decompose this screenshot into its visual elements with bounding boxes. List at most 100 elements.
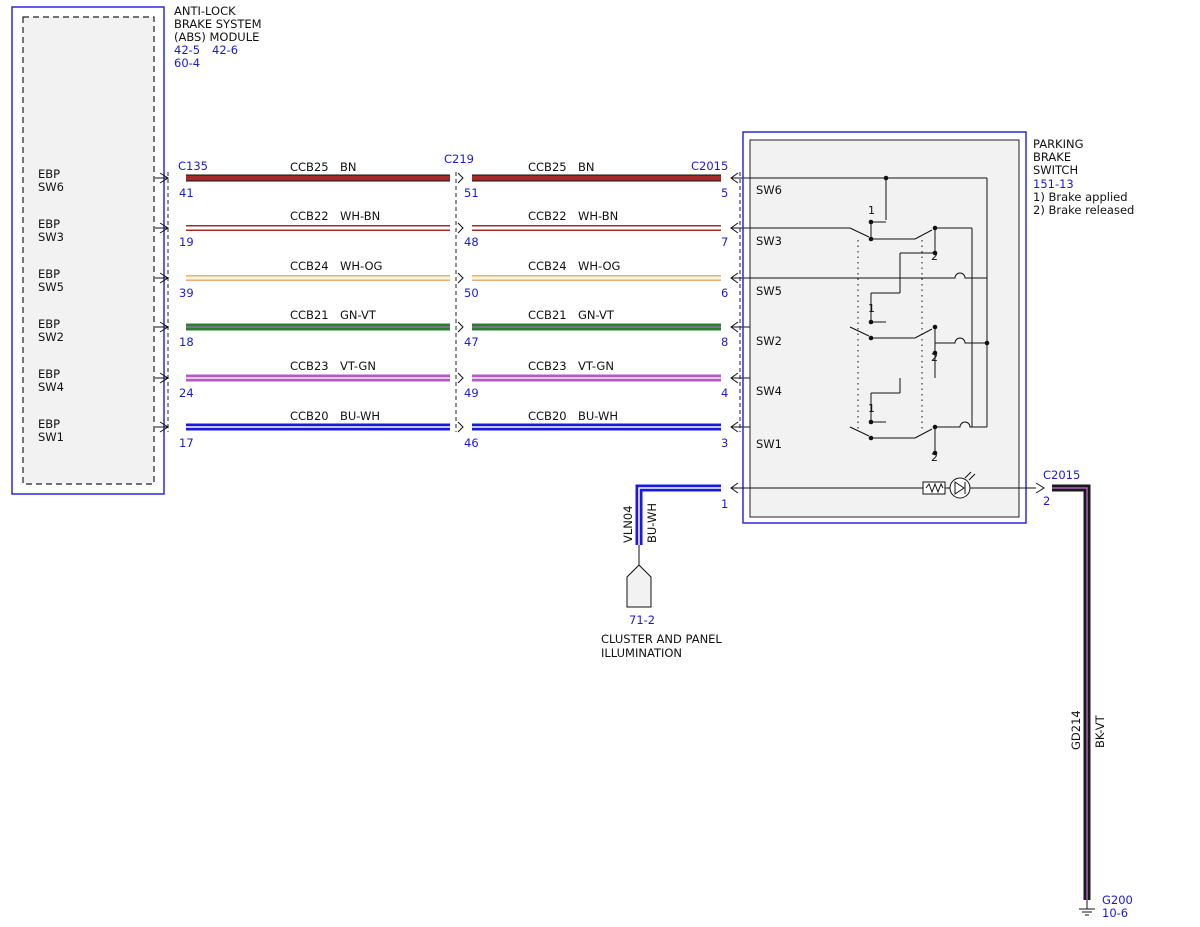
illum-ref: 71-2 bbox=[629, 613, 655, 627]
wire-circuit-label: CCB24 bbox=[290, 259, 329, 273]
pin-number: 6 bbox=[721, 286, 728, 300]
switch-title-3: SWITCH bbox=[1033, 163, 1078, 177]
pin-number: 50 bbox=[464, 286, 479, 300]
ground-point-label: G200 bbox=[1102, 893, 1133, 907]
wire-color-label: BN bbox=[340, 160, 357, 174]
wire-row: CCB22 WH-BN CCB22 WH-BN 19 48 7 bbox=[155, 209, 750, 249]
wire-color-label: VT-GN bbox=[340, 359, 376, 373]
switch-title-2: BRAKE bbox=[1033, 150, 1071, 164]
abs-pin-label: EBP bbox=[38, 367, 60, 381]
wire-color-label: BU-WH bbox=[578, 409, 618, 423]
wire-row: CCB25 BN CCB25 BN 41 51 5 bbox=[155, 160, 750, 200]
connector-c2015-label: C2015 bbox=[691, 159, 728, 173]
pin-number: 18 bbox=[179, 335, 194, 349]
abs-module-ref-3: 60-4 bbox=[174, 56, 200, 70]
wire-color-label: BN bbox=[578, 160, 595, 174]
wire-circuit-label: CCB23 bbox=[528, 359, 567, 373]
abs-pin-label: EBP bbox=[38, 217, 60, 231]
wire-circuit-label: CCB20 bbox=[528, 409, 567, 423]
abs-module-body bbox=[22, 16, 155, 485]
illum-label-2: ILLUMINATION bbox=[601, 646, 682, 660]
pin-number: 51 bbox=[464, 186, 479, 200]
abs-pin-label: SW1 bbox=[38, 430, 64, 444]
switch-position-label: 2 bbox=[931, 351, 938, 364]
switch-ref: 151-13 bbox=[1033, 177, 1074, 191]
abs-pin-label: SW3 bbox=[38, 230, 64, 244]
wire-circuit-label: CCB24 bbox=[528, 259, 567, 273]
abs-module-title-3: (ABS) MODULE bbox=[174, 30, 259, 44]
abs-module-ref-1: 42-5 bbox=[174, 43, 200, 57]
illum-color-label: BU-WH bbox=[645, 503, 659, 543]
switch-title-1: PARKING bbox=[1033, 137, 1084, 151]
connector-c219-label: C219 bbox=[444, 152, 474, 166]
ground-circuit-label: GD214 bbox=[1069, 710, 1083, 750]
pin-number: 1 bbox=[721, 497, 728, 511]
wire-color-label: WH-OG bbox=[340, 259, 382, 273]
wire-row: CCB23 VT-GN CCB23 VT-GN 24 49 4 bbox=[155, 359, 935, 400]
abs-module-title-1: ANTI-LOCK bbox=[174, 4, 236, 18]
wire-color-label: WH-BN bbox=[340, 209, 380, 223]
wire-circuit-label: CCB25 bbox=[528, 160, 567, 174]
wire-row: CCB21 GN-VT CCB21 GN-VT 18 47 8 bbox=[155, 308, 850, 349]
switch-outline bbox=[742, 131, 1027, 524]
abs-module-ref-2: 42-6 bbox=[212, 43, 238, 57]
abs-module-outline bbox=[11, 6, 165, 495]
pin-number: 47 bbox=[464, 335, 479, 349]
ground-circuit: C2015 2 GD214 BK-VT G200 10-6 bbox=[1035, 468, 1133, 920]
abs-pin-label: SW6 bbox=[38, 180, 64, 194]
wire-color-label: BU-WH bbox=[340, 409, 380, 423]
wire-circuit-label: CCB21 bbox=[290, 308, 329, 322]
abs-pin-label: SW5 bbox=[38, 280, 64, 294]
pin-number: 2 bbox=[1043, 494, 1050, 508]
pin-number: 46 bbox=[464, 436, 479, 450]
wire-circuit-label: CCB21 bbox=[528, 308, 567, 322]
switch-pin-label: SW5 bbox=[756, 284, 782, 298]
ground-ref: 10-6 bbox=[1102, 906, 1128, 920]
illum-circuit-label: VLN04 bbox=[621, 505, 635, 543]
wire-color-label: VT-GN bbox=[578, 359, 614, 373]
pin-number: 8 bbox=[721, 335, 728, 349]
abs-pin-label: EBP bbox=[38, 267, 60, 281]
abs-module-title-2: BRAKE SYSTEM bbox=[174, 17, 262, 31]
wire-row: CCB24 WH-OG CCB24 WH-OG 39 50 6 bbox=[155, 259, 960, 300]
wire-color-label: GN-VT bbox=[340, 308, 377, 322]
pin-number: 48 bbox=[464, 235, 479, 249]
pin-number: 5 bbox=[721, 186, 728, 200]
switch-pin-label: SW1 bbox=[756, 437, 782, 451]
wire-color-label: WH-OG bbox=[578, 259, 620, 273]
parking-brake-switch: PARKING BRAKE SWITCH 151-13 1) Brake app… bbox=[742, 131, 1134, 524]
connector-c135-label: C135 bbox=[178, 159, 208, 173]
illumination-circuit: 1 VLN04 BU-WH 71-2 CLUSTER AND PANEL ILL… bbox=[601, 482, 750, 660]
wire-circuit-label: CCB22 bbox=[290, 209, 329, 223]
switch-pin-label: SW2 bbox=[756, 334, 782, 348]
wire-row: CCB20 BU-WH CCB20 BU-WH 17 46 3 bbox=[155, 409, 850, 450]
wire-circuit-label: CCB23 bbox=[290, 359, 329, 373]
pin-number: 24 bbox=[179, 386, 194, 400]
pin-number: 49 bbox=[464, 386, 479, 400]
switch-position-label: 1 bbox=[868, 402, 875, 415]
pin-number: 7 bbox=[721, 235, 728, 249]
abs-pin-label: SW2 bbox=[38, 330, 64, 344]
illum-connector-icon bbox=[626, 545, 652, 608]
wire-circuit-label: CCB20 bbox=[290, 409, 329, 423]
wire-color-label: WH-BN bbox=[578, 209, 618, 223]
pin-number: 3 bbox=[721, 436, 728, 450]
abs-pin-label: SW4 bbox=[38, 380, 64, 394]
ground-color-label: BK-VT bbox=[1093, 714, 1107, 748]
pin-number: 41 bbox=[179, 186, 194, 200]
connector-c2015-out-label: C2015 bbox=[1043, 468, 1080, 482]
pin-number: 19 bbox=[179, 235, 194, 249]
abs-pin-label: EBP bbox=[38, 417, 60, 431]
switch-position-label: 1 bbox=[868, 204, 875, 217]
ground-icon bbox=[1079, 900, 1095, 916]
illum-label-1: CLUSTER AND PANEL bbox=[601, 632, 722, 646]
pin-number: 39 bbox=[179, 286, 194, 300]
switch-position-label: 2 bbox=[931, 451, 938, 464]
abs-pin-label: EBP bbox=[38, 167, 60, 181]
wire-circuit-label: CCB22 bbox=[528, 209, 567, 223]
pin-number: 17 bbox=[179, 436, 194, 450]
switch-pin-label: SW4 bbox=[756, 384, 782, 398]
wire-segment bbox=[1052, 484, 1091, 900]
switch-pin-label: SW3 bbox=[756, 234, 782, 248]
